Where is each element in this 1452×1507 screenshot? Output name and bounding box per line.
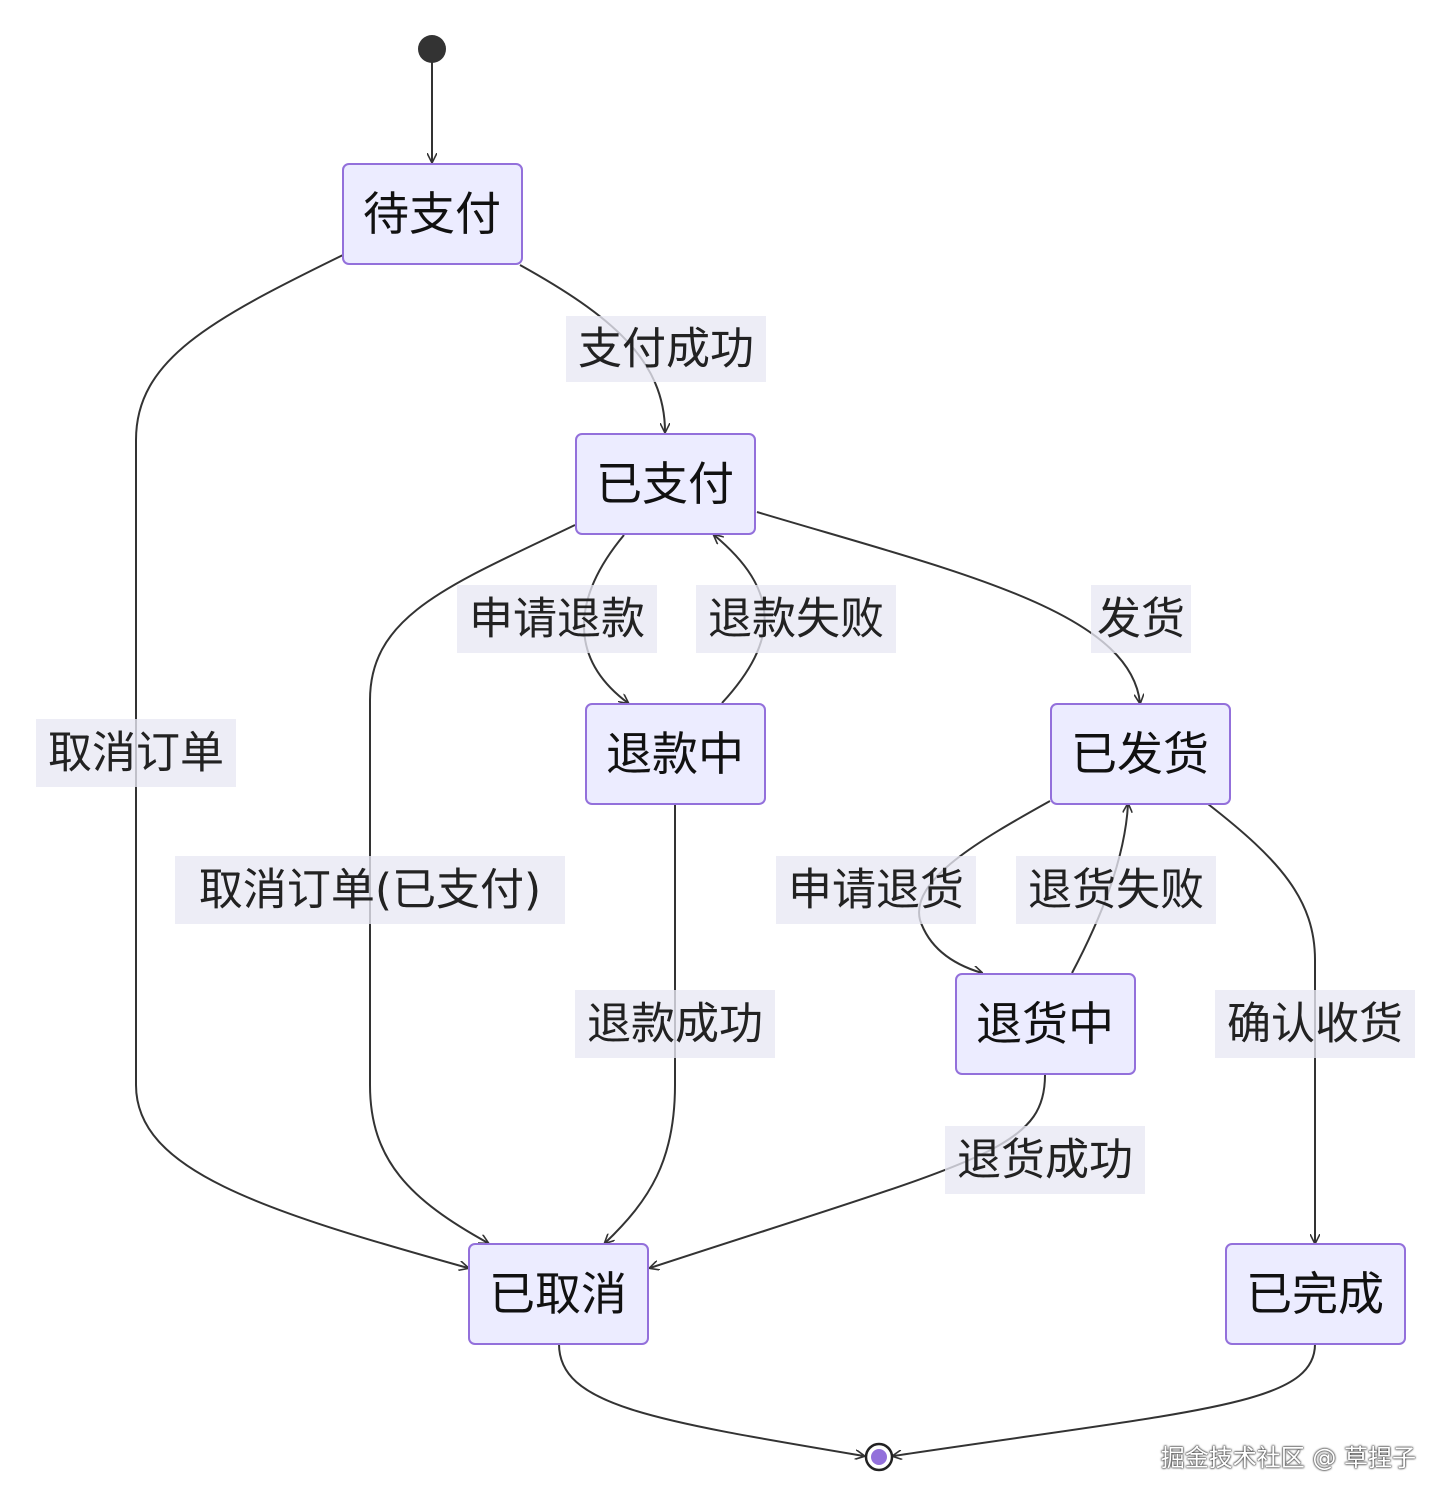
edge-cancel-order (135, 254, 468, 1268)
edge-cancelled-to-end (558, 1343, 864, 1456)
state-paid-label: 已支付 (596, 457, 734, 511)
label-confirm-receipt: 确认收货 (1215, 990, 1415, 1058)
label-cancel-order-text: 取消订单 (48, 728, 224, 779)
edge-confirm-receipt (1207, 803, 1315, 1243)
edge-cancel-order-paid (369, 524, 576, 1243)
label-return-failed: 退货失败 (1016, 856, 1216, 924)
label-refund-success: 退款成功 (575, 990, 775, 1058)
state-cancelled-label: 已取消 (489, 1267, 627, 1321)
end-marker (864, 1442, 894, 1472)
label-request-refund-text: 申请退款 (469, 594, 645, 645)
state-pending-payment[interactable]: 待支付 (342, 163, 523, 265)
watermark: 掘金技术社区 @ 草捏子 (1160, 1444, 1416, 1472)
label-pay-success: 支付成功 (566, 316, 766, 382)
label-cancel-order-paid: 取消订单(已支付) (175, 856, 565, 924)
label-return-failed-text: 退货失败 (1028, 865, 1204, 916)
state-nodes: 待支付 已支付 退款中 已发货 退货中 已取消 已完成 (342, 163, 1406, 1345)
label-request-return: 申请退货 (776, 856, 976, 924)
label-refund-failed-text: 退款失败 (708, 594, 884, 645)
edge-completed-to-end (893, 1343, 1316, 1456)
edge-refund-success (605, 804, 676, 1243)
start-marker (418, 35, 446, 63)
edge-labels: 支付成功 取消订单 申请退款 退款失败 发货 取消订单(已支付) 申请退货 退 (36, 316, 1415, 1194)
edges (135, 62, 1316, 1456)
label-confirm-receipt-text: 确认收货 (1227, 999, 1403, 1050)
state-pending-payment-label: 待支付 (363, 187, 501, 241)
label-request-return-text: 申请退货 (788, 865, 964, 916)
label-cancel-order: 取消订单 (36, 719, 236, 787)
label-return-success-text: 退货成功 (957, 1135, 1133, 1186)
state-returning-label: 退货中 (976, 997, 1114, 1051)
state-completed[interactable]: 已完成 (1225, 1243, 1406, 1345)
label-ship: 发货 (1091, 585, 1191, 653)
label-return-success: 退货成功 (945, 1126, 1145, 1194)
label-cancel-order-paid-text: 取消订单(已支付) (199, 865, 541, 916)
state-paid[interactable]: 已支付 (575, 433, 756, 535)
edge-ship (756, 511, 1140, 703)
label-ship-text: 发货 (1097, 594, 1185, 645)
state-refunding[interactable]: 退款中 (585, 703, 766, 805)
label-pay-success-text: 支付成功 (578, 324, 754, 375)
label-refund-success-text: 退款成功 (587, 999, 763, 1050)
label-request-refund: 申请退款 (457, 585, 657, 653)
state-shipped-label: 已发货 (1071, 727, 1209, 781)
state-cancelled[interactable]: 已取消 (468, 1243, 649, 1345)
state-returning[interactable]: 退货中 (955, 973, 1136, 1075)
state-completed-label: 已完成 (1246, 1267, 1384, 1321)
state-refunding-label: 退款中 (606, 727, 744, 781)
label-refund-failed: 退款失败 (696, 585, 896, 653)
state-shipped[interactable]: 已发货 (1050, 703, 1231, 805)
